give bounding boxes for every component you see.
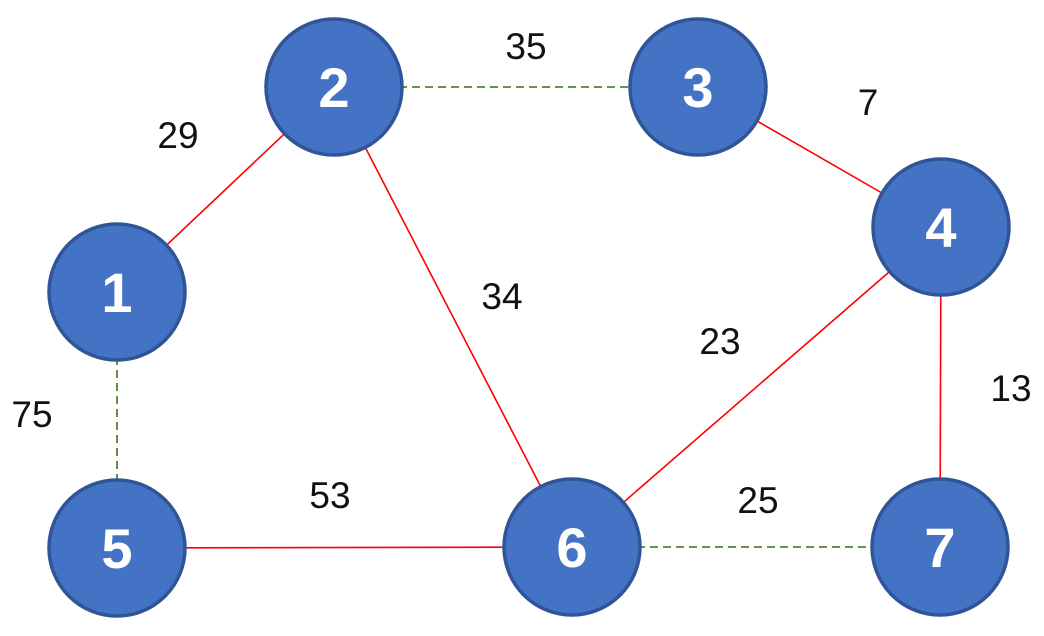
edge-5-6 <box>116 546 573 549</box>
node-label-1: 1 <box>101 261 132 324</box>
edge-weight-4-7: 13 <box>990 368 1031 409</box>
node-7 <box>870 477 1010 617</box>
node-5 <box>47 478 187 618</box>
node-4 <box>871 157 1011 297</box>
edge-weight-6-7: 25 <box>737 480 778 521</box>
node-label-7: 7 <box>924 516 955 579</box>
node-label-2: 2 <box>318 56 349 119</box>
node-label-3: 3 <box>682 56 713 119</box>
edge-weight-1-2: 29 <box>157 115 198 156</box>
node-1 <box>47 222 187 362</box>
edge-2-6 <box>333 86 573 548</box>
edge-weight-2-3: 35 <box>505 26 546 67</box>
edge-4-6 <box>571 226 942 548</box>
edge-weight-5-6: 53 <box>309 475 350 516</box>
node-2 <box>264 17 404 157</box>
node-label-5: 5 <box>101 517 132 580</box>
edge-weight-3-4: 7 <box>858 82 879 123</box>
node-3 <box>628 17 768 157</box>
node-label-6: 6 <box>556 516 587 579</box>
node-6 <box>502 477 642 617</box>
edge-weight-1-5: 75 <box>11 394 52 435</box>
edge-weight-2-6: 34 <box>481 276 522 317</box>
edge-weight-4-6: 23 <box>699 321 740 362</box>
node-label-4: 4 <box>925 196 956 259</box>
